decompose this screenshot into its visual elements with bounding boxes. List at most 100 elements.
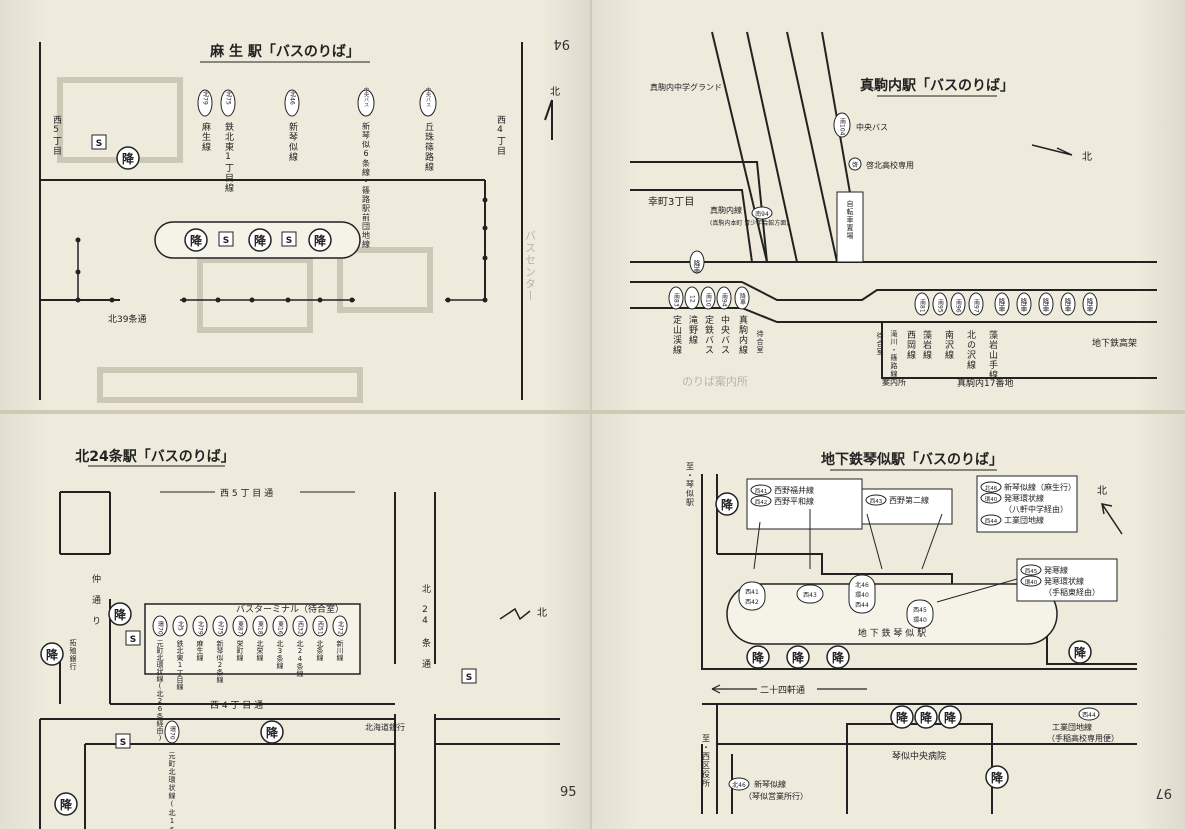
bicycle-label: 自転車置場 [846, 199, 854, 240]
svg-text:降: 降 [721, 497, 734, 512]
svg-text:（手稲高校専用便）: （手稲高校専用便） [1047, 733, 1119, 743]
svg-text:降車: 降車 [1042, 297, 1050, 313]
street-nishi4: 西 4 丁 目 通 [210, 700, 263, 711]
terminal-routes: 環70元町北環状線(北26条経由)北5鉄北東1丁目線北79麻生線北75新琴似2条… [152, 615, 348, 742]
svg-text:啓: 啓 [852, 161, 858, 169]
svg-text:新琴似線: 新琴似線 [287, 121, 298, 162]
svg-text:S: S [466, 673, 472, 683]
route-name: 鉄北東1丁目線 [176, 639, 184, 690]
drop-mark: 降 [746, 645, 770, 669]
street-kita24: 北 24 条 通 [420, 584, 431, 669]
route-name: 西野平和線 [774, 496, 814, 506]
north-label: 北 [1097, 485, 1107, 497]
svg-text:西44: 西44 [1082, 712, 1096, 719]
waiting-room-left: 待合室 [756, 329, 764, 354]
station-stop: 西43 [796, 584, 824, 604]
svg-text:（琴似営業所行）: （琴似営業所行） [744, 791, 808, 801]
keihoku-label: 啓北高校専用 [866, 160, 914, 170]
drop-mark: 降 [890, 705, 914, 729]
makomanai-badge: 南94 [751, 206, 773, 220]
drop-mark: 降 [938, 705, 962, 729]
svg-text:S: S [286, 236, 292, 246]
page-title: 真駒内駅「バスのりば」 [860, 77, 1014, 94]
drop-mark: 降 [108, 602, 132, 626]
svg-text:丘珠篠路線: 丘珠篠路線 [423, 122, 434, 172]
left-stop: 南83 定山渓線 [668, 286, 684, 355]
svg-text:北46: 北46 [289, 90, 296, 105]
route-name: 西野福井線 [774, 485, 814, 495]
left-stop: 降車 真駒内線 [734, 286, 750, 355]
page-azabu: バスセンター [0, 0, 590, 410]
right-stop: 南97 西岡線 [905, 292, 984, 360]
route-badge: 環70 [157, 621, 164, 635]
svg-text:南94: 南94 [755, 210, 769, 218]
drop-mark: 降車 [994, 292, 1010, 316]
map-kotoni: 地下鉄琴似駅「バスのりば」 97 二十四軒通 [686, 451, 1172, 814]
svg-text:新琴似線: 新琴似線 [754, 779, 786, 789]
stop-mark: S [125, 630, 141, 646]
stop-mark: S [281, 231, 297, 247]
svg-text:中央バス: 中央バス [719, 314, 730, 355]
svg-text:降: 降 [896, 710, 909, 725]
route-badge: 西42 [755, 499, 768, 506]
address-label: 真駒内17番地 [957, 377, 1013, 389]
svg-text:南10: 南10 [705, 292, 712, 307]
bank-label: 拓殖銀行 [69, 638, 77, 671]
route-name: 北24条線 [296, 640, 304, 677]
drop-mark: 降車 [1016, 292, 1032, 316]
drop-mark: 降 [1068, 640, 1092, 664]
info-label: 案内所 [882, 377, 906, 387]
street-kita39: 北39条通 [108, 313, 146, 325]
svg-text:南96: 南96 [955, 298, 962, 313]
north-label: 北 [550, 86, 560, 98]
svg-text:南94: 南94 [721, 292, 728, 307]
right-stop: 南95 南沢線 [932, 292, 954, 360]
saiwai-label: 幸町3丁目 [648, 196, 694, 208]
north-arrow-icon [1101, 503, 1123, 535]
route-name: 北栄線 [256, 640, 264, 661]
drop-mark: 降 [54, 792, 78, 816]
svg-text:北46: 北46 [732, 781, 746, 789]
waiting-room-right: 待合室 [876, 331, 884, 356]
drop-mark: 降車 [689, 250, 705, 275]
svg-text:S: S [120, 738, 126, 748]
svg-text:降: 降 [114, 607, 127, 622]
stop-mark: S [91, 134, 107, 150]
svg-text:元町北環状線(北16条経由): 元町北環状線(北16条経由) [168, 752, 176, 829]
makomanai-line-label: 真駒内線 [710, 205, 742, 215]
left-stop: 南94 中央バス [716, 286, 732, 355]
to-nishi-label: 至・西区役所 [702, 734, 711, 788]
route-badge: 北79 [197, 620, 204, 635]
svg-text:定鉄バス: 定鉄バス [703, 314, 714, 355]
right-stop: 南96 北の沢線 [950, 292, 976, 370]
makomanai-line-sub: (真駒内本町 青少年会館方面) [710, 219, 789, 227]
svg-text:滝野線: 滝野線 [687, 315, 698, 345]
svg-text:降車: 降車 [998, 297, 1006, 313]
route-badge: 西32 [297, 621, 304, 635]
route-name: 発寒環状線 [1044, 576, 1084, 586]
svg-text:北75: 北75 [225, 90, 232, 105]
route-azabu: 北79 麻生線 [197, 89, 213, 152]
svg-text:S: S [130, 635, 136, 645]
svg-text:降車: 降車 [739, 292, 746, 306]
svg-text:藻岩線: 藻岩線 [921, 329, 932, 360]
page-title: 北24条駅「バスのりば」 [75, 448, 234, 465]
svg-text:降: 降 [991, 770, 1004, 785]
map-kita24: 北24条駅「バスのりば」 95 [39, 448, 577, 829]
route-name: 発寒環状線 [1004, 493, 1044, 503]
route-badge: 北75 [217, 620, 224, 635]
svg-text:降車: 降車 [1086, 297, 1094, 313]
stop-line: 西41 [745, 589, 759, 596]
svg-text:南81: 南81 [919, 298, 926, 313]
stop-line: 西45 [913, 607, 927, 614]
chuo-bus-badge: 南104 [833, 112, 851, 138]
route-badge: 北72 [337, 620, 344, 635]
